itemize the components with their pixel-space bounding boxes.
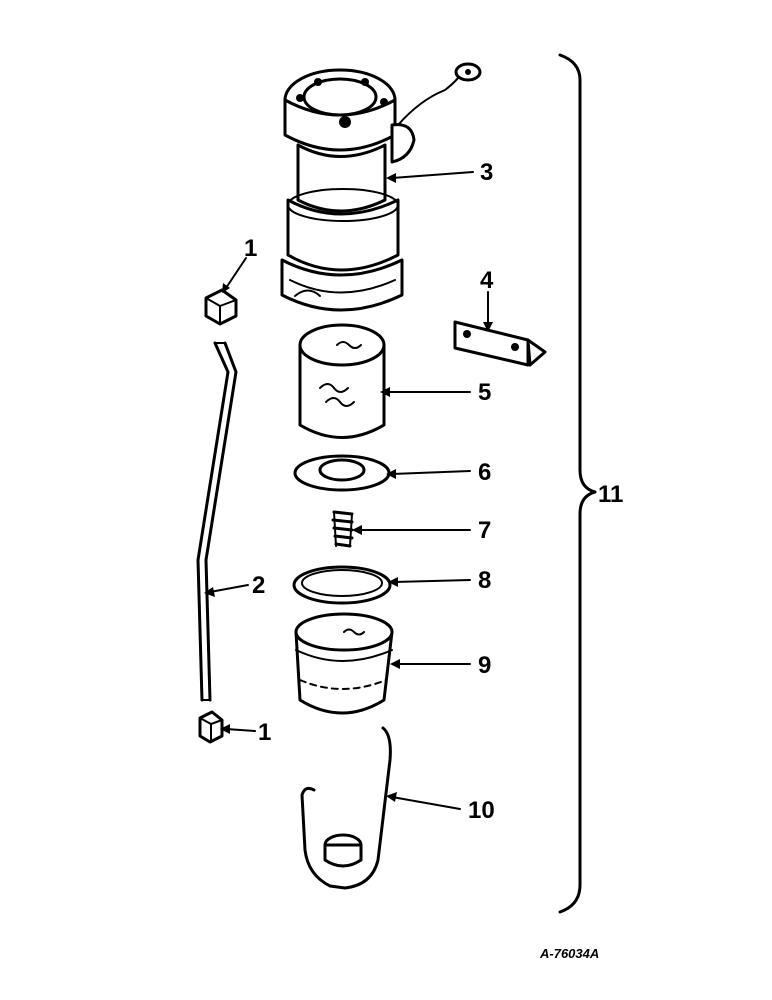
filter-element [298,323,386,439]
spring [331,510,354,548]
callout-7: 7 [478,517,491,544]
filter-head-assembly [280,62,482,312]
callout-4: 4 [480,267,494,294]
gasket-ring [292,565,392,605]
callout-10: 10 [468,797,495,824]
callout-11: 11 [598,481,623,508]
tube-nut-lower [198,710,224,744]
callout-5: 5 [478,379,491,406]
sediment-bowl [294,612,394,715]
callout-9: 9 [478,652,491,679]
leader-lines [204,171,493,810]
fuel-tube [196,341,238,702]
mounting-bracket [453,320,547,367]
bowl-bail-wire [300,726,392,890]
callout-1-upper: 1 [244,235,257,262]
callout-6: 6 [478,459,491,486]
tube-nut-upper [204,288,238,326]
callout-3: 3 [480,159,493,186]
assembly-brace [558,53,597,914]
drawing-code: A-76034A [539,946,599,961]
callout-2: 2 [252,572,265,599]
callout-8: 8 [478,567,491,594]
filter-diaphragm [293,454,391,492]
callout-1-lower: 1 [258,719,271,746]
